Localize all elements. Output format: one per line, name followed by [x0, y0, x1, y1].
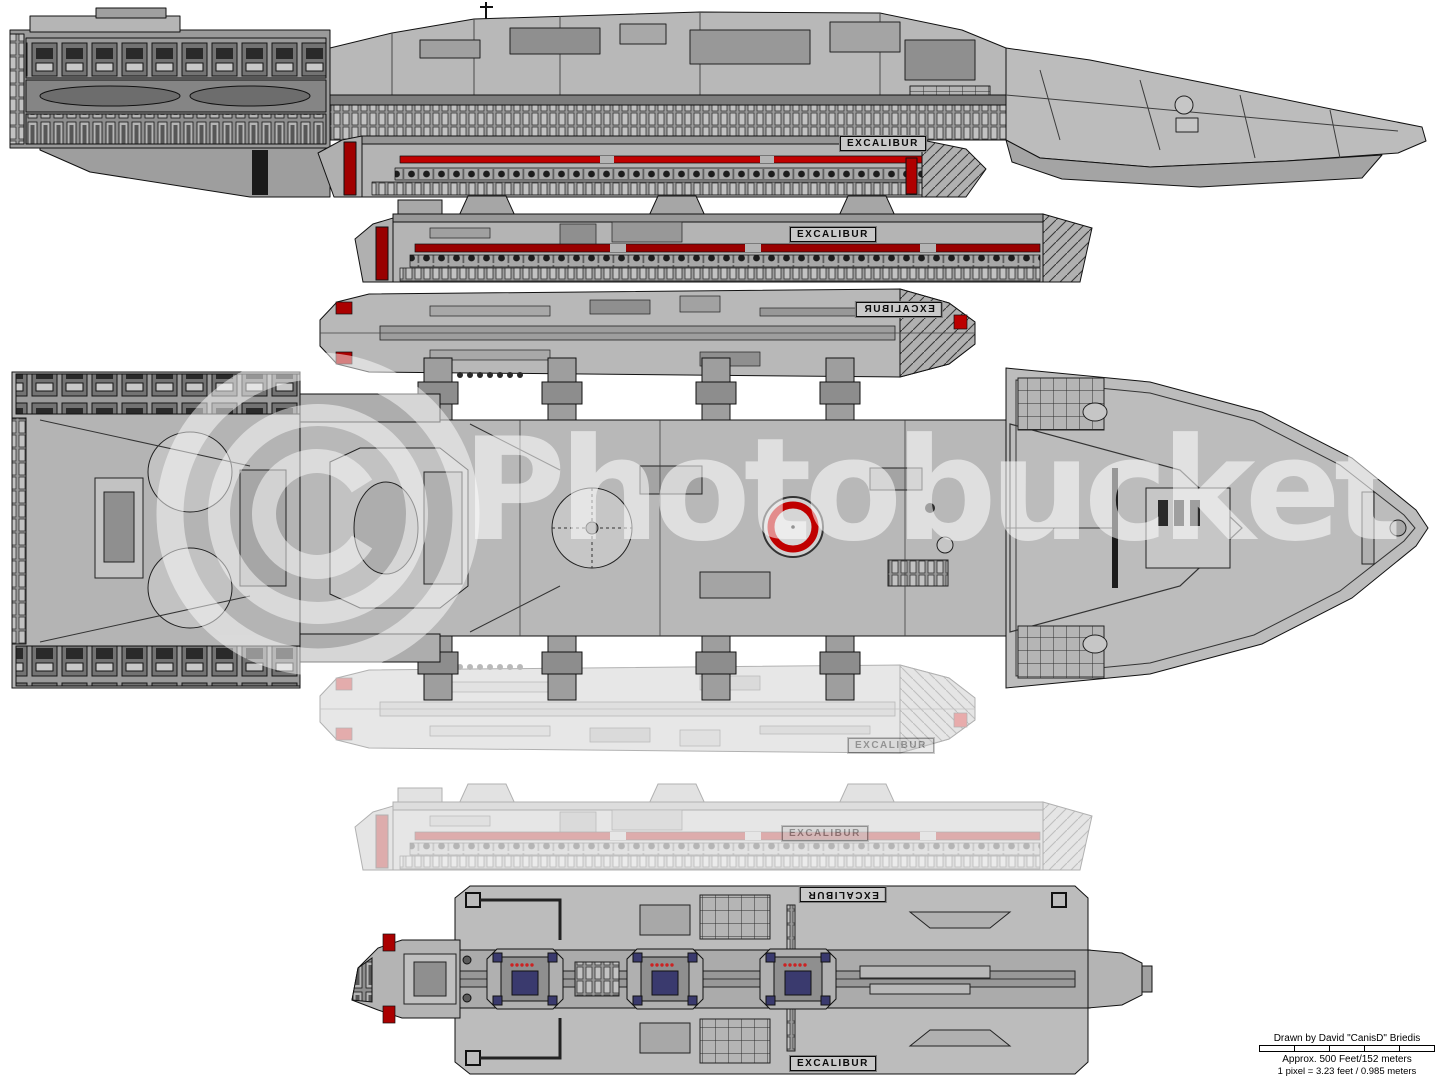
photobucket-watermark-text: Photobucket — [462, 408, 1402, 573]
copyright-rings-icon — [156, 352, 480, 676]
view-side-elevation-full — [9, 2, 1427, 198]
ship-name-label-bottom-pod-mirrored: EXCALIBUR — [799, 886, 887, 903]
ship-name-label-top-pod-faded: EXCALIBUR — [847, 737, 935, 754]
view-flight-pod-bottom — [351, 885, 1153, 1075]
credit-pixel-scale: 1 pixel = 3.23 feet / 0.985 meters — [1277, 1066, 1417, 1077]
credit-author: Drawn by David "CanisD" Briedis — [1273, 1033, 1421, 1044]
credit-length: Approx. 500 Feet/152 meters — [1282, 1054, 1412, 1065]
ship-name-label-side-pod-faded: EXCALIBUR — [781, 825, 869, 842]
scale-bar — [1259, 1045, 1435, 1052]
view-flight-pod-side-faded — [354, 783, 1093, 871]
credits-block: Drawn by David "CanisD" Briedis Approx. … — [1259, 1033, 1435, 1078]
ship-name-label-side-pod: EXCALIBUR — [789, 226, 877, 243]
ship-name-label-bottom-pod: EXCALIBUR — [789, 1055, 877, 1072]
view-flight-pod-side — [354, 195, 1093, 283]
ship-name-label-side-full: EXCALIBUR — [839, 135, 927, 152]
ship-name-label-top-pod: EXCALIBUR — [855, 301, 943, 318]
